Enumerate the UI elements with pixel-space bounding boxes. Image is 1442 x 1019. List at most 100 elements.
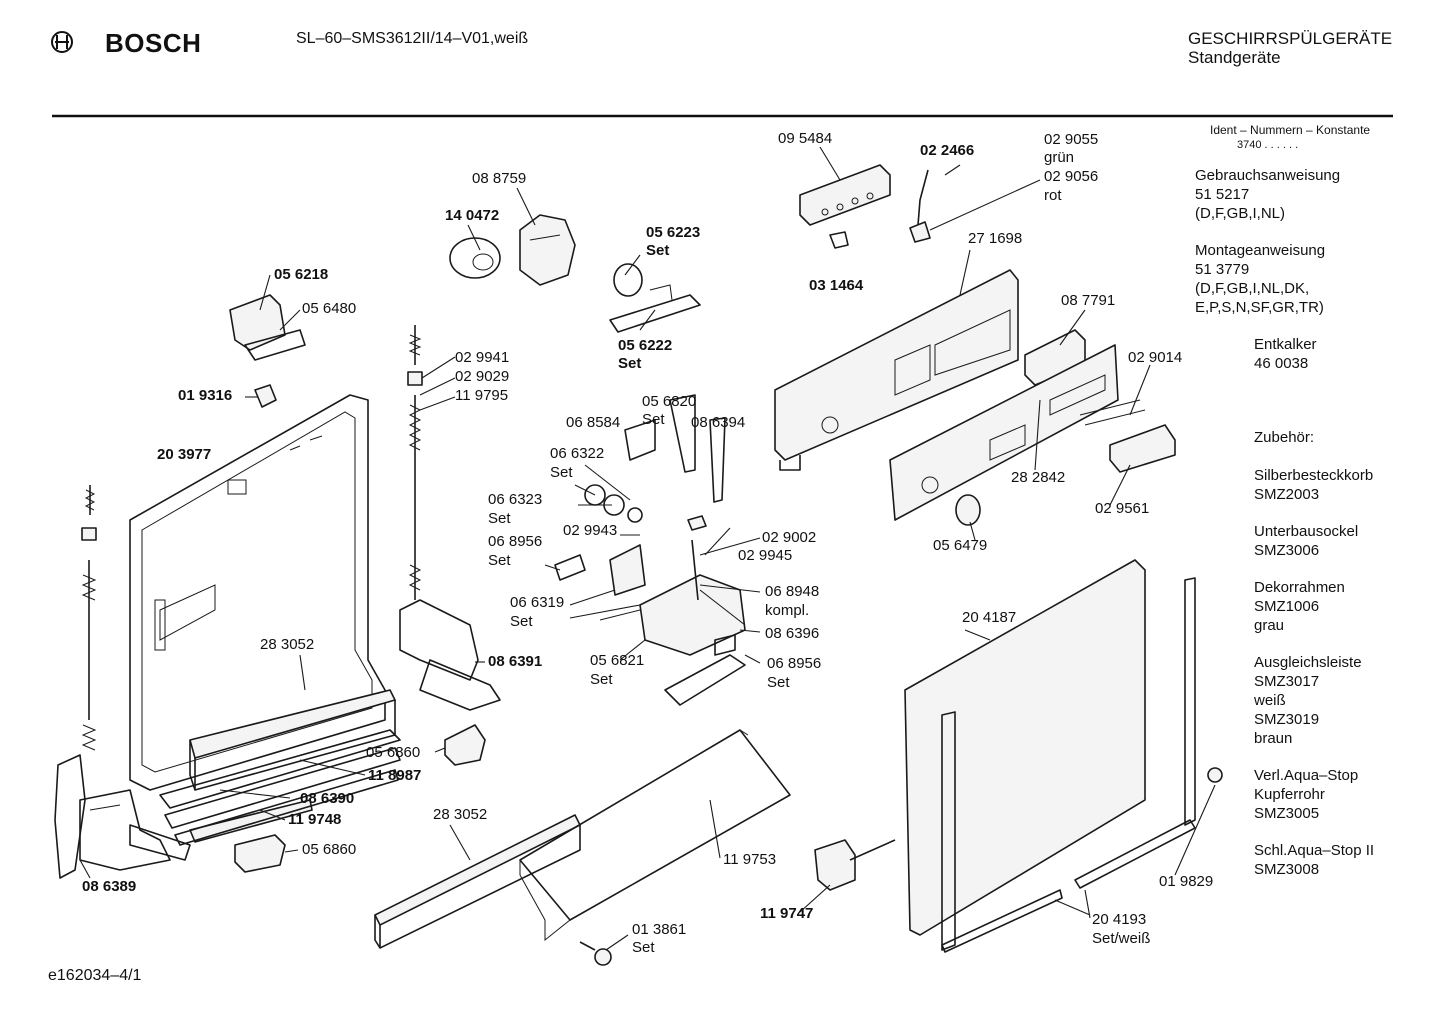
- part-label: 05 6218: [274, 266, 329, 283]
- part-label: 05 6480: [302, 300, 357, 317]
- part-label: 01 9829: [1159, 873, 1214, 890]
- sidebar-line: Gebrauchsanweisung: [1195, 167, 1341, 184]
- foot-block-upper: [444, 724, 486, 766]
- bracket-119747: [814, 839, 896, 891]
- bottom-strips: [159, 729, 401, 846]
- part-label: 20 3977: [157, 446, 212, 463]
- category-title: GESCHIRRSPÜLGERÄTE: [1188, 29, 1393, 48]
- part-label: 08 6389: [82, 878, 137, 895]
- part-label: 11 9748: [288, 811, 342, 828]
- sidebar-line: 51 5217: [1195, 186, 1250, 203]
- part-label: Set: [646, 242, 670, 259]
- hinge-spring-left: [81, 485, 97, 751]
- part-label: rot: [1044, 187, 1062, 204]
- part-label: 01 9316: [178, 387, 233, 404]
- hinge-bracket: [54, 754, 191, 879]
- inner-door-panel: [129, 394, 386, 791]
- latch-assembly: [229, 294, 306, 361]
- part-label: 06 6322: [550, 445, 605, 462]
- part-label: 03 1464: [809, 277, 864, 294]
- bottom-strip-204193: [941, 819, 1196, 953]
- switch-set: [609, 263, 701, 333]
- screw-031464: [829, 231, 849, 249]
- part-label: 05 6820: [642, 393, 697, 410]
- buttons-029561: [1109, 424, 1176, 473]
- part-label: 06 8956: [767, 655, 822, 672]
- part-label: Set: [618, 355, 642, 372]
- category-subtitle: Standgeräte: [1188, 48, 1281, 67]
- hinge-spring-right: [407, 325, 423, 600]
- part-label: Set: [510, 613, 533, 630]
- part-label: 06 8584: [566, 414, 621, 431]
- sidebar-line: SMZ2003: [1254, 486, 1320, 503]
- sidebar-line: (D,F,GB,I,NL): [1195, 205, 1286, 222]
- plinth-panel: [519, 729, 791, 942]
- sidebar-line: Ausgleichsleiste: [1254, 654, 1362, 671]
- connector-strip: [799, 164, 891, 226]
- sidebar-line: Kupferrohr: [1254, 786, 1325, 803]
- timer-unit: [449, 214, 576, 286]
- part-label: 28 3052: [433, 806, 488, 823]
- sidebar-line: Entkalker: [1254, 336, 1317, 353]
- part-label: 02 9055: [1044, 131, 1099, 148]
- part-label: 28 2842: [1011, 469, 1066, 486]
- sidebar-line: Dekorrahmen: [1254, 579, 1345, 596]
- dispenser-assembly: [554, 394, 746, 706]
- outer-door: [904, 559, 1146, 936]
- part-label: 08 6396: [765, 625, 820, 642]
- sidebar-line: SMZ3019: [1254, 711, 1320, 728]
- sidebar-line: Verl.Aqua–Stop: [1254, 767, 1359, 784]
- ident-value: 3740 . . . . . .: [1237, 139, 1299, 151]
- part-label: 28 3052: [260, 636, 315, 653]
- sidebar-line: 46 0038: [1254, 355, 1309, 372]
- part-label: grün: [1044, 149, 1075, 166]
- springs-029014: [1079, 399, 1146, 426]
- ident-title: Ident – Nummern – Konstante: [1210, 123, 1371, 137]
- sidebar-accessories-heading: Zubehör:: [1254, 429, 1315, 446]
- screw-019829: [1207, 767, 1223, 783]
- part-label: 20 4187: [962, 609, 1017, 626]
- sidebar-line: (D,F,GB,I,NL,DK,: [1195, 280, 1310, 297]
- part-label: 09 5484: [778, 130, 833, 147]
- part-label: 11 9753: [723, 851, 777, 868]
- side-strip-left: [941, 711, 956, 951]
- sidebar-line: SMZ3008: [1254, 861, 1320, 878]
- part-label: 02 9945: [738, 547, 793, 564]
- part-label: kompl.: [765, 602, 810, 619]
- sidebar-line: Unterbausockel: [1254, 523, 1359, 540]
- sidebar-line: SMZ3005: [1254, 805, 1320, 822]
- part-label: 06 6323: [488, 491, 543, 508]
- part-label: 05 6860: [366, 744, 421, 761]
- part-label: 02 9014: [1128, 349, 1183, 366]
- sidebar-line: SMZ3017: [1254, 673, 1320, 690]
- part-label: Set: [550, 464, 573, 481]
- screw-013861: [579, 941, 612, 966]
- part-label: 06 8956: [488, 533, 543, 550]
- sidebar-line: 51 3779: [1195, 261, 1250, 278]
- part-label: 02 9561: [1095, 500, 1150, 517]
- part-label: 05 6821: [590, 652, 645, 669]
- side-strip-right: [1184, 577, 1196, 826]
- part-label: 05 6860: [302, 841, 357, 858]
- sidebar-line: SMZ3006: [1254, 542, 1320, 559]
- brand-name: BOSCH: [105, 28, 202, 58]
- part-label: 06 6319: [510, 594, 565, 611]
- led-022466: [909, 169, 931, 243]
- part-label: Set: [590, 671, 613, 688]
- part-label: 02 2466: [920, 142, 975, 159]
- hinge-bracket-right: [399, 599, 501, 711]
- foot-block-lower: [234, 834, 286, 873]
- part-label: 08 7791: [1061, 292, 1116, 309]
- cap-019316: [254, 384, 277, 408]
- part-label: 08 6394: [691, 414, 746, 431]
- part-label: 05 6479: [933, 537, 988, 554]
- part-label: 01 3861: [632, 921, 687, 938]
- part-label: 05 6223: [646, 224, 701, 241]
- part-label: 08 6391: [488, 653, 543, 670]
- knob-056479: [955, 494, 981, 526]
- part-label: Set/weiß: [1092, 930, 1151, 947]
- part-label: Set: [642, 411, 665, 428]
- model-title: SL–60–SMS3612II/14–V01,weiß: [296, 30, 529, 47]
- sidebar-line: braun: [1254, 730, 1293, 747]
